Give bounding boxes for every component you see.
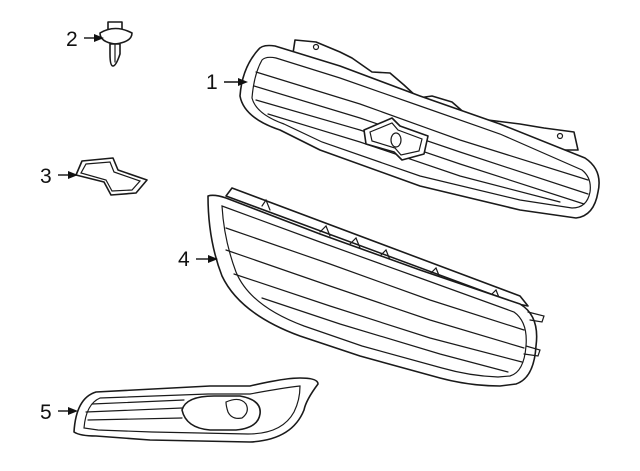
callout-5: 5 <box>40 401 78 424</box>
part-3-bowtie-emblem <box>75 157 148 196</box>
callout-1: 1 <box>206 71 248 94</box>
part-1-upper-grille <box>239 39 600 219</box>
svg-text:4: 4 <box>178 248 190 271</box>
callout-4: 4 <box>178 248 218 271</box>
svg-text:1: 1 <box>206 71 218 94</box>
svg-text:5: 5 <box>40 401 52 424</box>
callout-2: 2 <box>66 28 104 51</box>
callout-3: 3 <box>40 165 78 188</box>
part-2-retainer-clip <box>99 21 133 67</box>
svg-text:2: 2 <box>66 28 78 51</box>
part-5-fog-lamp-bezel <box>73 377 319 443</box>
part-4-lower-grille <box>207 187 545 387</box>
svg-text:3: 3 <box>40 165 52 188</box>
